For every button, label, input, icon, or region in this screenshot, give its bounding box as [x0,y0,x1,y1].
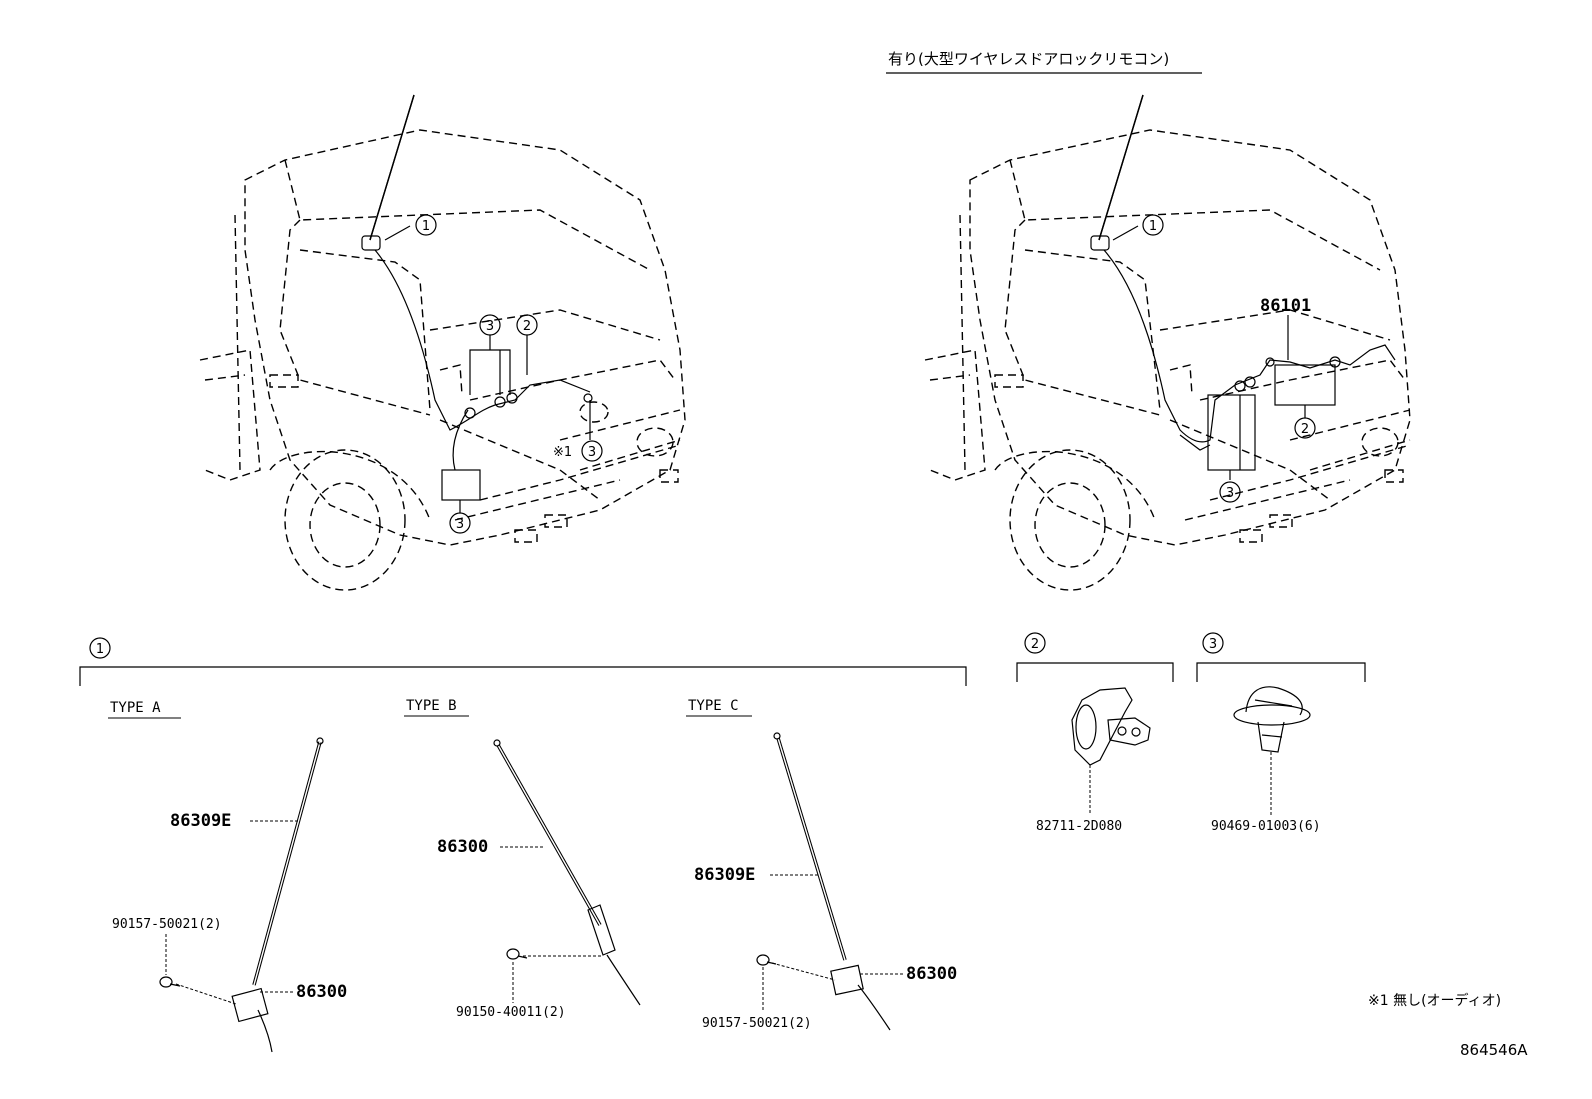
callout-3-left-top: 3 [479,314,501,336]
callout-3-left-right: 3 [581,440,603,462]
type-b-antenna [493,739,641,1006]
type-c-antenna [756,732,891,1031]
type-a-title: TYPE A [110,700,161,716]
section-1-marker: 1 [89,637,111,659]
section-2-marker: 2 [1024,632,1046,654]
optional-equipment-caption: 有り(大型ワイヤレスドアロックリモコン) [888,50,1169,68]
harness-clamp-icon [1071,687,1151,815]
part-82711-2D080: 82711-2D080 [1036,819,1122,834]
callout-1-right: 1 [1142,214,1164,236]
type-c-title: TYPE C [688,698,739,714]
callout-3-right: 3 [1219,481,1241,503]
svg-text:3: 3 [486,319,494,334]
svg-text:1: 1 [96,642,104,657]
part-86300-type-a: 86300 [296,982,347,1002]
right-truck-illustration [924,94,1411,591]
callout-1-left: 1 [415,214,437,236]
section-3-marker: 3 [1202,632,1224,654]
callout-3-left-bottom: 3 [449,512,471,534]
part-90469-01003: 90469-01003(6) [1211,819,1321,834]
part-86101-label: 86101 [1260,296,1311,316]
type-a-antenna [159,737,324,1053]
svg-text:1: 1 [1149,219,1157,234]
svg-text:3: 3 [1209,637,1217,652]
svg-text:2: 2 [523,319,531,334]
svg-text:2: 2 [1031,637,1039,652]
section-2-bracket [1016,662,1174,682]
type-b-title: TYPE B [406,698,457,714]
part-86300-type-c: 86300 [906,964,957,984]
wire-clip-icon [1233,686,1311,815]
note-mark-left: ※1 [553,445,572,460]
left-truck-illustration [199,94,686,591]
callout-2-left: 2 [516,314,538,336]
svg-text:3: 3 [1226,486,1234,501]
callout-2-right: 2 [1294,417,1316,439]
svg-text:2: 2 [1301,422,1309,437]
svg-text:3: 3 [456,517,464,532]
part-86309E-type-a: 86309E [170,811,231,831]
part-90157-50021-type-c: 90157-50021(2) [702,1016,812,1031]
svg-text:3: 3 [588,445,596,460]
part-90157-50021-type-a: 90157-50021(2) [112,917,222,932]
footnote-no-audio: ※1 無し(オーディオ) [1368,992,1501,1009]
part-90150-40011-type-b: 90150-40011(2) [456,1005,566,1020]
drawing-id: 864546A [1460,1041,1528,1059]
part-86309E-type-c: 86309E [694,865,755,885]
section-1-bracket [79,666,967,686]
section-3-bracket [1196,662,1366,682]
part-86300-type-b: 86300 [437,837,488,857]
svg-text:1: 1 [422,219,430,234]
